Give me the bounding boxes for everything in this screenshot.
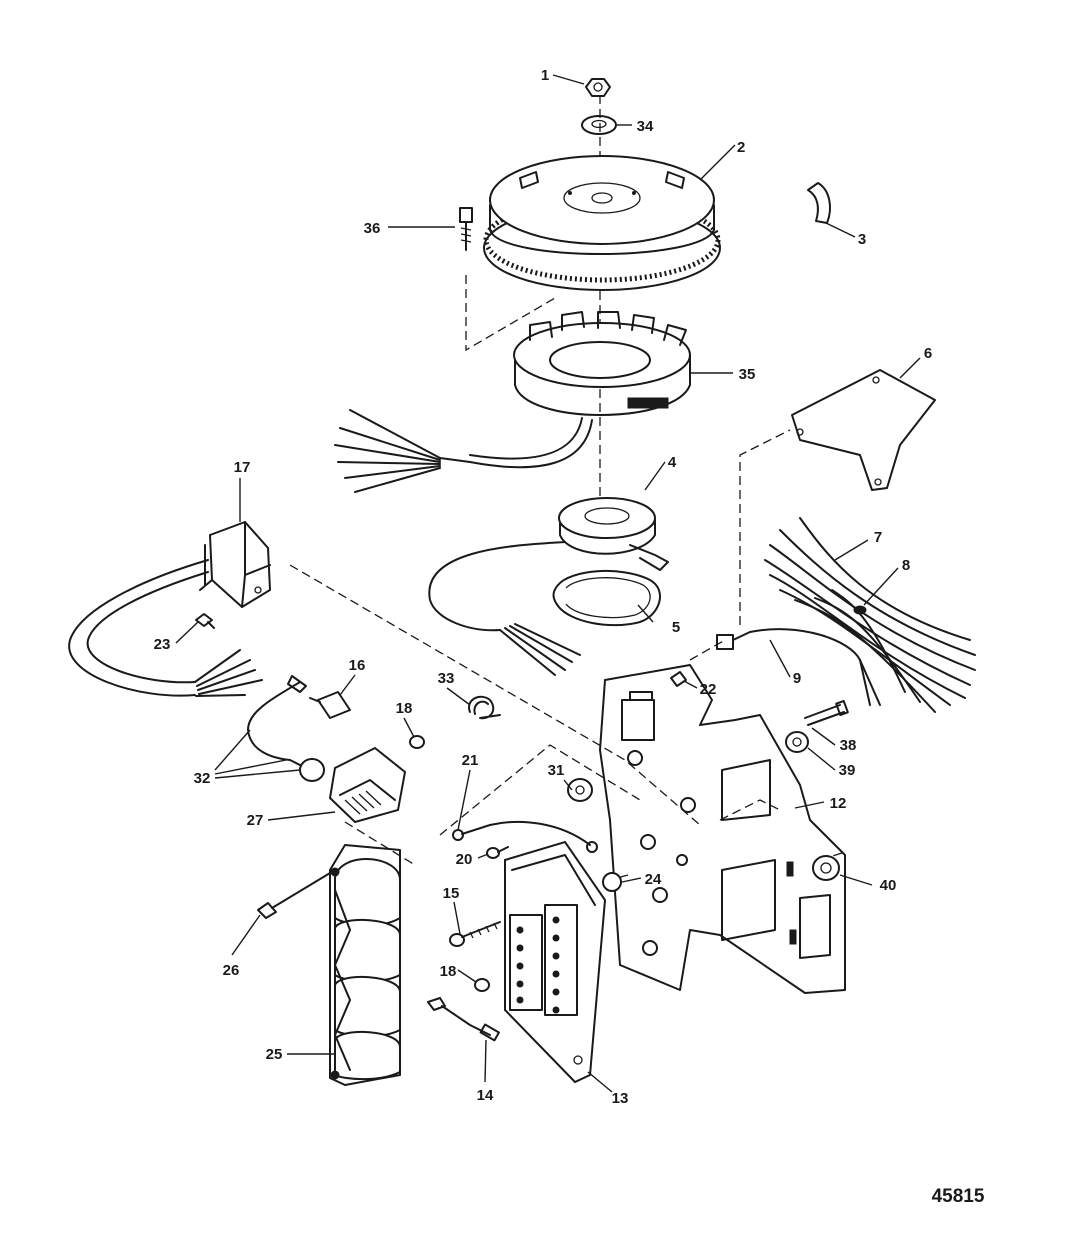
callout-labels: 1 2 3 4 5 6 7 8 9 12 13 14 15 16 17 18 1… <box>154 67 933 1107</box>
switch-box-screw <box>449 921 501 947</box>
callout-26: 26 <box>223 962 240 979</box>
callout-14: 14 <box>477 1087 494 1104</box>
stud <box>804 699 849 726</box>
clip <box>670 671 687 687</box>
rectifier <box>199 520 272 609</box>
starter-solenoid <box>328 746 407 824</box>
callout-3: 3 <box>858 231 866 248</box>
nut-upper <box>409 735 425 749</box>
callout-8: 8 <box>902 557 910 574</box>
flywheel <box>483 155 721 291</box>
callout-24: 24 <box>645 871 662 888</box>
trigger-retainer <box>552 570 661 627</box>
callout-22: 22 <box>700 681 717 698</box>
callout-2: 2 <box>737 139 745 156</box>
callout-27: 27 <box>247 812 264 829</box>
stator-wire-harness <box>334 409 593 493</box>
callout-36: 36 <box>364 220 381 237</box>
cable-clamp <box>468 695 501 720</box>
switch-box <box>504 840 607 1084</box>
callout-40: 40 <box>880 877 897 894</box>
mounting-plate <box>599 664 846 994</box>
rectifier-screw <box>195 613 215 629</box>
stator-screw <box>459 207 473 251</box>
callout-31: 31 <box>548 762 565 779</box>
temperature-switch <box>309 691 351 719</box>
plate-grommet <box>567 778 593 802</box>
callout-39: 39 <box>839 762 856 779</box>
nut-lower <box>474 978 490 992</box>
mounting-bracket <box>791 369 936 491</box>
callout-21: 21 <box>462 752 479 769</box>
wiring-harness <box>764 517 976 713</box>
rectifier-cable <box>68 559 263 697</box>
callout-15: 15 <box>443 885 460 902</box>
terminal-lead <box>427 997 500 1042</box>
trigger <box>558 497 669 571</box>
callout-33: 33 <box>438 670 455 687</box>
stator <box>513 311 691 416</box>
stud-nut <box>785 731 809 753</box>
trigger-wire-harness <box>428 541 581 676</box>
callout-12: 12 <box>830 795 847 812</box>
callout-13: 13 <box>612 1090 629 1107</box>
figure-number: 45815 <box>932 1186 985 1207</box>
ground-lead <box>452 820 598 853</box>
flywheel-washer <box>581 115 617 135</box>
sensor-lead <box>716 628 881 706</box>
flywheel-nut <box>585 78 611 97</box>
callout-23: 23 <box>154 636 171 653</box>
spark-plug-lead <box>247 675 325 782</box>
callout-17: 17 <box>234 459 251 476</box>
grommet <box>812 855 840 881</box>
callout-38: 38 <box>840 737 857 754</box>
callout-6: 6 <box>924 345 932 362</box>
ground-screw <box>486 846 509 859</box>
callout-7: 7 <box>874 529 882 546</box>
flywheel-key <box>807 182 831 224</box>
leader-lines <box>175 74 921 1093</box>
callout-4: 4 <box>668 454 677 471</box>
callout-25: 25 <box>266 1046 283 1063</box>
callout-18-upper: 18 <box>396 700 413 717</box>
spacer <box>602 872 622 892</box>
callout-34: 34 <box>637 118 654 135</box>
callout-5: 5 <box>672 619 680 636</box>
callout-35: 35 <box>739 366 756 383</box>
coil-screw <box>257 869 336 919</box>
callout-18-lower: 18 <box>440 963 457 980</box>
callout-9: 9 <box>793 670 801 687</box>
callout-1: 1 <box>541 67 549 84</box>
ignition-coil-pack <box>329 844 401 1086</box>
callout-20: 20 <box>456 851 473 868</box>
callout-16: 16 <box>349 657 366 674</box>
callout-32: 32 <box>194 770 211 787</box>
